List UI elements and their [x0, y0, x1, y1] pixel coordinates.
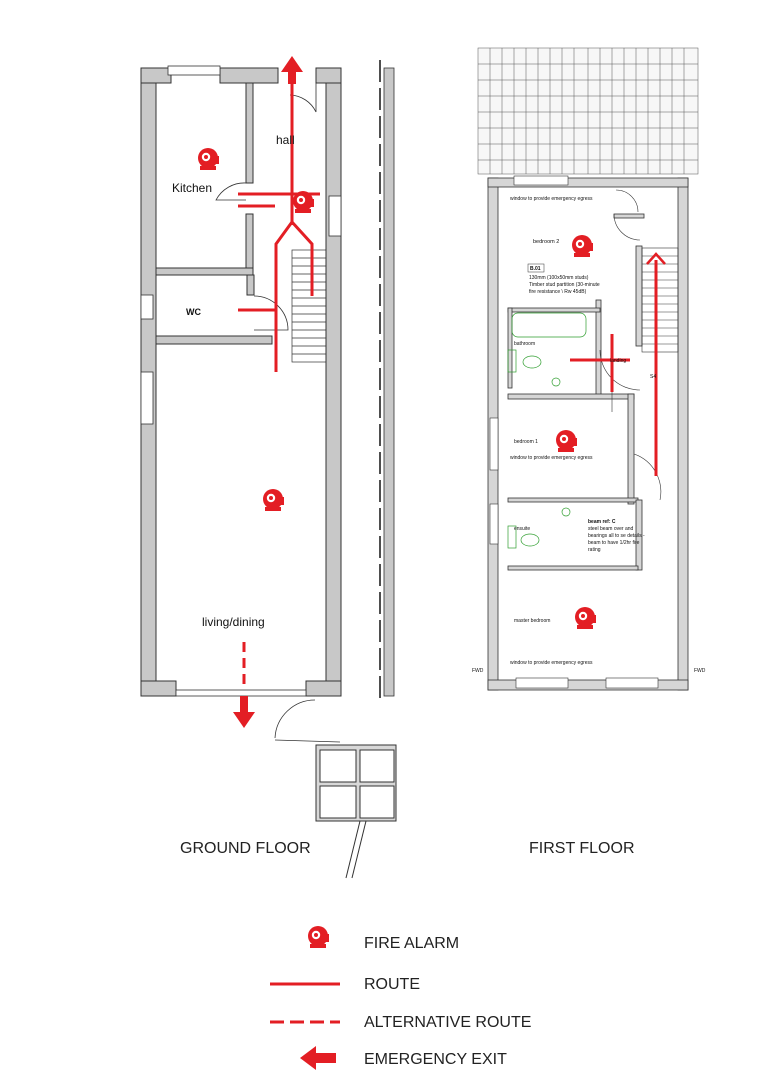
egress-note-bottom: window to provide emergency egress [510, 660, 593, 666]
partition-note-3: fire resistance \ Rw 45dB) [529, 289, 587, 295]
room-label-wc: WC [186, 307, 201, 317]
room-label-living-dining: living/dining [202, 615, 265, 629]
room-label-landing: landing [610, 358, 626, 364]
partition-note-1: 130mm (100x50mm studs) [529, 275, 589, 281]
room-label-hall: hall [276, 133, 295, 147]
room-label-bathroom: bathroom [514, 341, 535, 347]
beam-note-4: rating [588, 547, 601, 553]
fire-alarm-icon [556, 430, 577, 452]
fire-alarm-icon [263, 489, 284, 511]
fwd-label-right: FWD [694, 668, 706, 674]
partition-ref: B.01 [530, 266, 541, 272]
legend-emergency-exit: EMERGENCY EXIT [364, 1051, 507, 1068]
fire-alarm-icon [572, 235, 593, 257]
egress-note-top: window to provide emergency egress [510, 196, 593, 202]
ground-floor-external [315, 744, 397, 879]
egress-note-mid: window to provide emergency egress [510, 455, 593, 461]
first-floor-plan: window to provide emergency egress bedro… [472, 47, 706, 857]
ground-floor-boundary [379, 60, 395, 700]
emergency-exit-arrow-icon [300, 1046, 336, 1070]
partition-note-2: Timber stud partition (30-minute [529, 282, 600, 288]
room-label-bedroom-1: bedroom 1 [514, 439, 538, 445]
room-label-ensuite: ensuite [514, 526, 530, 532]
emergency-exit-arrow-icon [233, 696, 255, 728]
first-floor-caption: FIRST FLOOR [529, 840, 635, 857]
room-label-bedroom-2: bedroom 2 [533, 239, 559, 245]
beam-note-1: steel beam over and [588, 526, 634, 532]
first-floor-roof [477, 47, 699, 175]
legend-alternative-route: ALTERNATIVE ROUTE [364, 1014, 531, 1031]
ground-floor-walls [140, 67, 342, 697]
fire-alarm-icon [308, 926, 329, 948]
legend-route: ROUTE [364, 976, 420, 993]
first-floor-routes [570, 260, 658, 476]
beam-ref: beam ref: C [588, 519, 616, 525]
fwd-label-left: FWD [472, 668, 484, 674]
emergency-exit-arrow-icon [646, 252, 666, 265]
room-label-master-bedroom: master bedroom [514, 618, 550, 624]
beam-note-3: beam to have 1/2hr fire [588, 540, 640, 546]
ground-floor-stairs [291, 249, 327, 363]
legend-fire-alarm: FIRE ALARM [364, 935, 459, 952]
ground-floor-plan: hall Kitchen WC living/dining GROUND FLO… [140, 56, 397, 879]
fire-alarm-icon [575, 607, 596, 629]
fire-alarm-icon [198, 148, 219, 170]
ground-floor-doors [215, 83, 341, 743]
first-floor-windows [489, 175, 659, 689]
route-line [274, 221, 294, 372]
ground-floor-windows [140, 65, 342, 697]
route-line [290, 220, 314, 296]
legend: FIRE ALARM ROUTE ALTERNATIVE ROUTE EMERG… [270, 926, 531, 1070]
ground-floor-caption: GROUND FLOOR [180, 840, 311, 857]
room-label-kitchen: Kitchen [172, 181, 212, 195]
first-floor-fixtures [507, 312, 587, 549]
beam-note-2: bearings all to se details - [588, 533, 645, 539]
partition-ref-box [527, 263, 545, 273]
stair-ref: S4 [650, 374, 656, 380]
emergency-exit-arrow-icon [281, 56, 303, 84]
